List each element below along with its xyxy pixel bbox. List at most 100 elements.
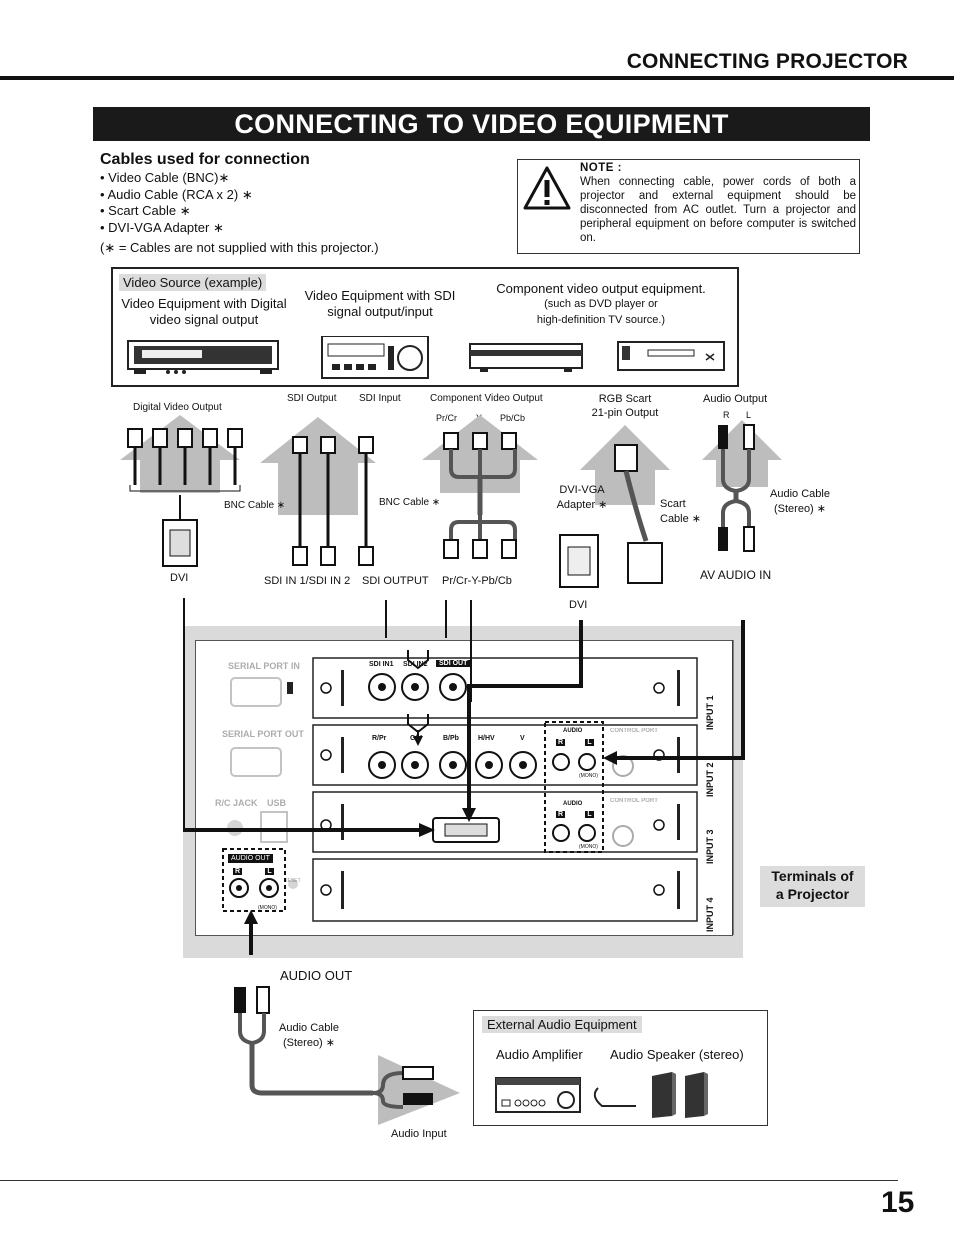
header-rule xyxy=(0,76,954,80)
g-y-label: G/Y xyxy=(410,735,423,742)
input2-r-badge: R xyxy=(556,739,565,746)
pr-cr-label: Pr/Cr xyxy=(436,413,457,423)
audio-cable-label-bottom: Audio Cable xyxy=(279,1022,339,1034)
amplifier-icon xyxy=(495,1077,581,1113)
sdi-in1-label: SDI IN1 xyxy=(369,661,394,668)
cables-heading: Cables used for connection xyxy=(100,151,310,168)
audio-equipment-illustrations xyxy=(495,1072,708,1118)
sdi-output-label: SDI Output xyxy=(287,393,337,404)
projector-terminals-diagram xyxy=(183,598,745,955)
v-label: V xyxy=(520,735,525,742)
audio-l-label: L xyxy=(746,410,752,420)
hd-tv-source-icon xyxy=(617,341,725,371)
terminals-label: Terminals of a Projector xyxy=(760,866,865,907)
input2-label: INPUT 2 xyxy=(705,762,715,797)
mono-label-input3: (MONO) xyxy=(579,844,598,850)
rgb-scart-label: RGB Scart xyxy=(598,393,652,405)
h-hv-label: H/HV xyxy=(478,735,495,742)
audio-input-label: Audio Input xyxy=(391,1128,447,1140)
cables-list: • Video Cable (BNC)∗ • Audio Cable (RCA … xyxy=(100,170,253,236)
dvi-vga-adapter-label: Adapter ∗ xyxy=(556,499,608,511)
sdi-input-label: SDI Input xyxy=(359,393,401,404)
digital-equipment-label: Video Equipment with Digital video signa… xyxy=(121,296,287,327)
terminals-label-line2: a Projector xyxy=(775,886,850,902)
input3-l-badge: L xyxy=(585,811,594,818)
audio-label-input2: AUDIO xyxy=(563,728,583,734)
component-sub2: high-definition TV source.) xyxy=(536,314,666,326)
page-number: 15 xyxy=(881,1186,915,1219)
equipment-illustrations xyxy=(127,336,725,379)
audio-cable-stereo-label-bottom: (Stereo) ∗ xyxy=(282,1037,335,1049)
dvd-player-icon xyxy=(469,343,583,372)
terminals-label-line1: Terminals of xyxy=(771,868,854,884)
input3-label: INPUT 3 xyxy=(705,829,715,864)
warning-icon xyxy=(523,166,571,210)
cable-item: • Video Cable (BNC)∗ xyxy=(100,170,230,185)
serial-port-out-label: SERIAL PORT OUT xyxy=(222,729,304,739)
dvi-left-label: DVI xyxy=(170,572,189,584)
scart-label: Scart xyxy=(660,498,686,510)
component-video-output-label: Component Video Output xyxy=(430,393,543,404)
audio-output-label: Audio Output xyxy=(703,393,768,405)
speaker-icon xyxy=(652,1072,708,1118)
audio-speaker-label: Audio Speaker (stereo) xyxy=(610,1047,744,1062)
audio-r-label: R xyxy=(723,410,730,420)
r-pr-label: R/Pr xyxy=(372,735,387,742)
input1-label: INPUT 1 xyxy=(705,695,715,730)
note-box xyxy=(517,159,860,254)
usb-label: USB xyxy=(267,798,287,808)
input3-r-badge: R xyxy=(556,811,565,818)
audio-cable-label: Audio Cable xyxy=(770,488,830,500)
audio-amplifier-label: Audio Amplifier xyxy=(496,1047,583,1062)
component-sub1: (such as DVD player or xyxy=(544,298,658,310)
av-audio-in-label: AV AUDIO IN xyxy=(700,568,772,582)
audio-label-input3: AUDIO xyxy=(563,801,583,807)
section-title: CONNECTING PROJECTOR xyxy=(626,50,908,73)
external-audio-box xyxy=(473,1010,768,1126)
sdi-output-terminal-label: SDI OUTPUT xyxy=(362,575,429,587)
control-port-label-2: CONTROL PORT xyxy=(610,728,658,734)
input2-l-badge: L xyxy=(585,739,594,746)
page-title: CONNECTING TO VIDEO EQUIPMENT xyxy=(93,107,870,141)
control-port-label-3: CONTROL PORT xyxy=(610,798,658,804)
audio-cable-stereo-label: (Stereo) ∗ xyxy=(773,503,826,515)
b-pb-label: B/Pb xyxy=(443,735,459,742)
mono-label-input2: (MONO) xyxy=(579,773,598,779)
scart-cable-label: Cable ∗ xyxy=(660,513,702,525)
pb-cb-label: Pb/Cb xyxy=(500,413,526,423)
rc-jack-label: R/C JACK xyxy=(215,798,258,808)
audio-out-port-label: AUDIO OUT xyxy=(228,854,273,863)
external-audio-label: External Audio Equipment xyxy=(482,1016,642,1033)
source-cables-diagram xyxy=(120,415,782,588)
sdi-video-equipment-icon xyxy=(321,336,429,379)
audio-out-label: AUDIO OUT xyxy=(280,968,353,983)
sdi-in2-label: SDI IN2 xyxy=(403,661,428,668)
video-source-box xyxy=(111,267,739,387)
digital-video-output-label: Digital Video Output xyxy=(133,402,222,413)
cable-item: • Audio Cable (RCA x 2) ∗ xyxy=(100,186,253,202)
rgb-scart-pin-label: 21-pin Output xyxy=(591,407,659,419)
serial-port-in-label: SERIAL PORT IN xyxy=(228,661,300,671)
audio-out-r-badge: R xyxy=(233,868,242,875)
sdi-equipment-label: Video Equipment with SDI signal output/i… xyxy=(304,288,456,319)
cables-footnote: (∗ = Cables are not supplied with this p… xyxy=(100,240,379,255)
cable-item: • DVI-VGA Adapter ∗ xyxy=(100,219,224,235)
bnc-cable-label-right: BNC Cable ∗ xyxy=(379,497,441,508)
mono-label-out: (MONO) xyxy=(258,905,277,911)
sdi-in-label: SDI IN 1/SDI IN 2 xyxy=(264,575,351,587)
input4-label: INPUT 4 xyxy=(705,897,715,932)
digital-video-equipment-icon xyxy=(127,340,279,374)
bnc-cable-label-left: BNC Cable ∗ xyxy=(224,500,286,511)
audio-out-cable-diagram xyxy=(234,986,460,1125)
reset-label: RESET xyxy=(284,878,301,884)
dvi-vga-label: DVI-VGA xyxy=(559,484,605,496)
audio-out-l-badge: L xyxy=(265,868,274,875)
video-source-label: Video Source (example) xyxy=(119,274,267,291)
footer-rule xyxy=(0,1180,898,1181)
note-text: When connecting cable, power cords of bo… xyxy=(580,176,856,244)
dvi-center-label: DVI xyxy=(569,599,588,611)
note-title: NOTE : xyxy=(580,162,622,174)
sdi-out-label: SDI OUT xyxy=(436,660,471,667)
component-equipment-label: Component video output equipment. xyxy=(496,281,706,296)
component-terminal-label: Pr/Cr-Y-Pb/Cb xyxy=(442,575,512,587)
